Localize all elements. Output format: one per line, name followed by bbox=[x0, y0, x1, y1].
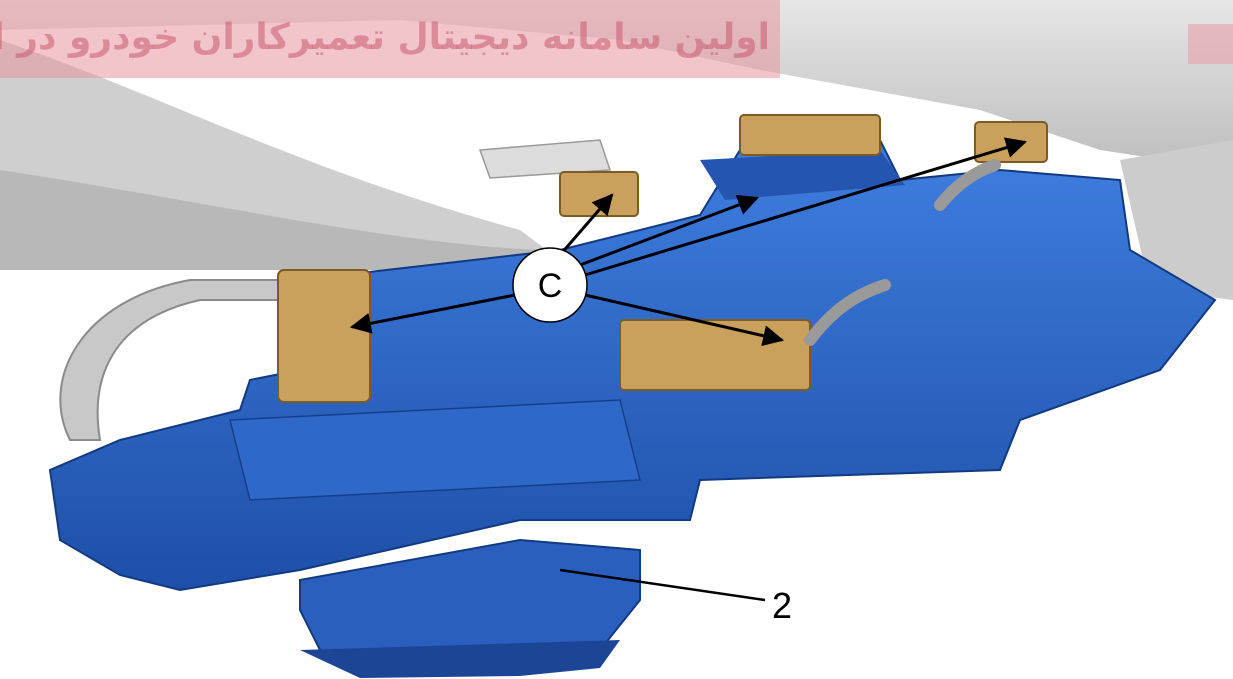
callout-c-circle bbox=[512, 247, 588, 323]
arrow-to-connector-center bbox=[584, 293, 785, 347]
cable-center bbox=[804, 279, 891, 346]
callout-c: C bbox=[512, 247, 588, 323]
watermark-band bbox=[0, 0, 780, 78]
watermark-band-right bbox=[1188, 24, 1233, 64]
cable-top-right bbox=[934, 159, 1001, 211]
callout-c-label: C bbox=[538, 267, 563, 305]
connector-left bbox=[277, 269, 371, 403]
connector-center bbox=[619, 319, 811, 391]
connector-group bbox=[277, 114, 1048, 403]
arrow-to-connector-top-left bbox=[558, 193, 614, 256]
callout-part-2-label: 2 bbox=[772, 585, 792, 626]
arrow-to-connector-top-center bbox=[579, 194, 759, 267]
connector-top-center bbox=[739, 114, 881, 156]
arrow-to-connector-top-right bbox=[584, 137, 1028, 277]
watermark-text: اولین سامانه دیجیتال تعمیرکاران خودرو در… bbox=[0, 17, 770, 58]
leader-line-part-2 bbox=[559, 568, 766, 602]
arrow-to-connector-left bbox=[349, 293, 516, 334]
callout-arrows bbox=[349, 137, 1028, 602]
connector-top-right bbox=[974, 121, 1048, 163]
